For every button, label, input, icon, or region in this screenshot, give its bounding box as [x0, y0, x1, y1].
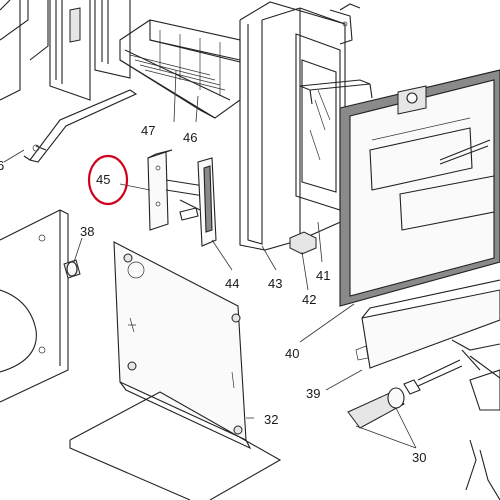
- part-label-45: 45: [96, 172, 110, 187]
- rear-panel-drawing: [113, 241, 252, 450]
- bottom-plate-drawing: [69, 391, 282, 500]
- hinge-drawing: [147, 149, 217, 247]
- highlight-circle: [87, 154, 129, 206]
- clip-drawing: [289, 231, 317, 255]
- outer-door-panel-drawing: [339, 69, 500, 307]
- part-label-32: 32: [264, 412, 278, 427]
- oven-cavity-drawing: [0, 0, 241, 163]
- part-label-40: 40: [285, 346, 299, 361]
- leader-lines: [3, 69, 417, 449]
- part-label-43: 43: [268, 276, 282, 291]
- side-panel-drawing: [0, 209, 81, 403]
- part-label-44: 44: [225, 276, 239, 291]
- part-labels: 47 46 45 44 43 41 42 40 39 38 32 30 6: [0, 123, 426, 465]
- part-label-6: 6: [0, 158, 4, 173]
- knob-drawing: [347, 339, 500, 500]
- part-label-41: 41: [316, 268, 330, 283]
- part-label-39: 39: [306, 386, 320, 401]
- part-label-38: 38: [80, 224, 94, 239]
- part-label-30: 30: [412, 450, 426, 465]
- part-label-47: 47: [141, 123, 155, 138]
- part-label-46: 46: [183, 130, 197, 145]
- trim-strip-drawing: [355, 279, 500, 369]
- part-label-42: 42: [302, 292, 316, 307]
